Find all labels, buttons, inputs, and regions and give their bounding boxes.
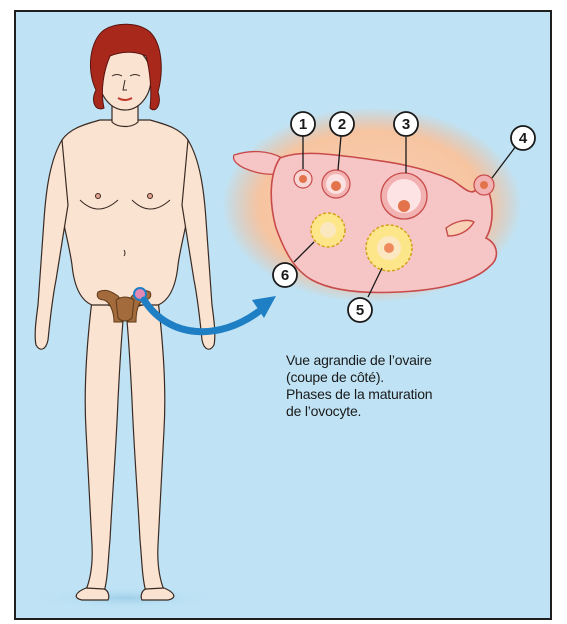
follicle-2 xyxy=(322,170,350,198)
follicle-5-corpus-luteum xyxy=(366,225,412,271)
callout-5-label: 5 xyxy=(356,302,364,319)
caption-line-2: (coupe de côté). xyxy=(286,369,516,386)
ground-shadow xyxy=(30,586,220,610)
follicle-4-released-ovocyte xyxy=(474,175,494,195)
follicle-1 xyxy=(294,170,312,188)
callout-4: 4 xyxy=(511,126,535,150)
callout-3-label: 3 xyxy=(402,116,410,133)
callout-2: 2 xyxy=(330,112,354,136)
callout-2-label: 2 xyxy=(338,116,346,133)
caption-line-4: de l’ovocyte. xyxy=(286,403,516,420)
callout-4-label: 4 xyxy=(519,130,528,147)
caption: Vue agrandie de l’ovaire (coupe de côté)… xyxy=(286,352,516,420)
follicle-6-regressing xyxy=(311,213,345,247)
woman-figure xyxy=(35,46,215,600)
callout-6-label: 6 xyxy=(281,267,289,284)
caption-line-3: Phases de la maturation xyxy=(286,386,516,403)
caption-line-1: Vue agrandie de l’ovaire xyxy=(286,352,516,369)
callout-1-label: 1 xyxy=(299,116,307,133)
callout-5: 5 xyxy=(348,298,372,322)
callout-3: 3 xyxy=(394,112,418,136)
callout-6: 6 xyxy=(273,263,297,287)
callout-1: 1 xyxy=(291,112,315,136)
follicle-3 xyxy=(381,173,427,219)
